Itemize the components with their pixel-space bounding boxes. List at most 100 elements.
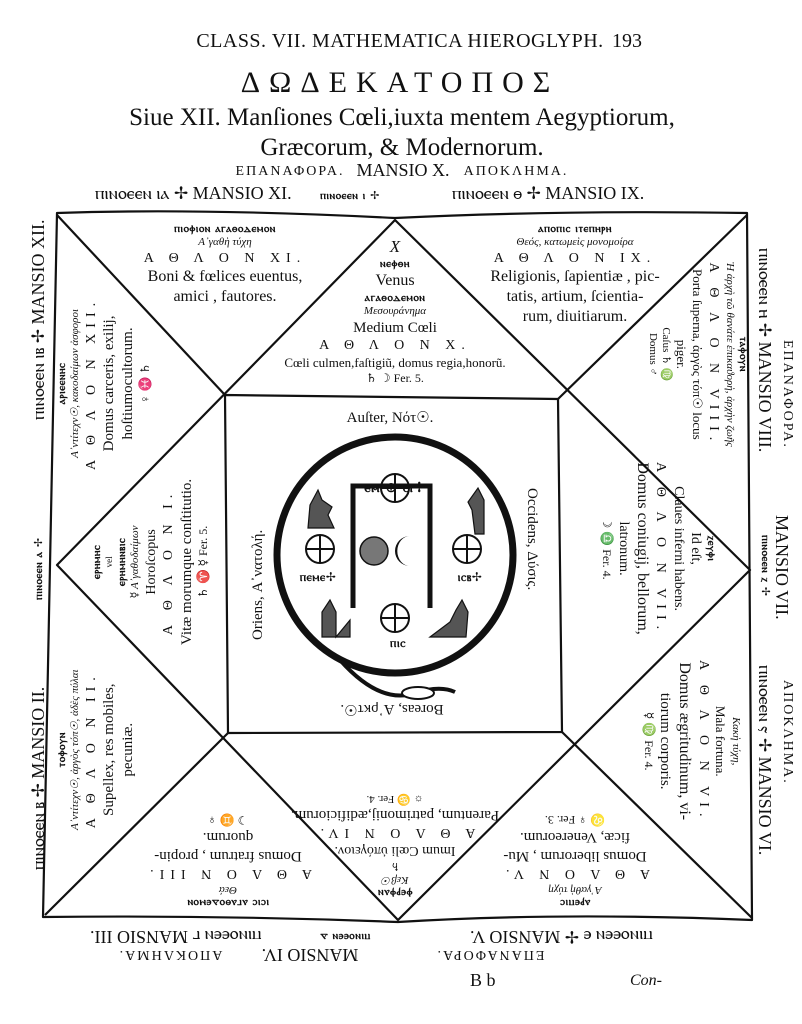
house-viii-domus: Domus ♂ [646,332,659,376]
house-ix-text-3: rum, diuitiarum. [522,308,628,325]
house-x-signs: ♄ ☽ Fer. 5. [366,371,424,385]
house-v-athlon: Α Θ Λ Ο Ν V. [500,866,650,882]
house-ix-coptic: ⲁⲡⲟⲡⲓⲥ ⲓⲧⲉⲡⲏⲣⲏ [538,222,612,235]
house-x-coptic: ⲛⲉⲫⲑⲏ [380,257,410,271]
label-epanaphora-bottom: ΕΠΑΝΑΦΟΡΑ. [435,947,545,962]
house-vi-text-1: Domus ægritudinum, vi- [676,662,694,821]
diag-top-right [557,214,748,400]
subtitle-line-1: Siue XII. Manſiones Cœli,iuxta mentem Ae… [129,104,675,131]
earth-symbol-top-icon [380,473,410,503]
house-iii-greek: Θεά [218,884,238,897]
house-i: ⲉⲣⲏⲙⲏⲥ vel ⲉⲣⲏⲙⲏⲛⲃⲓⲥ ☿ Α᾽γαθοδαίμων Horo… [90,479,211,645]
house-vi-greek: Κακὴ τύχη, [730,717,742,766]
label-house-1-coptic: ⲡⲓⲛⲟⲉⲉⲛ ⲁ ✢ [32,537,45,600]
house-vii-text-2: latronum. [615,521,631,576]
house-viii-casus: Caſus ♄ ♍ [660,327,673,382]
label-mansio-ix: ⲡⲓⲛⲟⲉⲉⲛ ⲑ ✢ MANSIO IX. [452,183,645,203]
house-v-text-2: ficæ, Venereorum. [519,829,631,846]
anubis-figure-top-left-icon [307,488,335,529]
earth-symbol-right-icon [452,534,482,564]
house-xii-coptic: ⲁⲣⲓⲉⲉⲛⲏⲥ [55,362,68,405]
house-vii-signs: ☽ ♎ Fer. 4. [600,517,615,580]
label-mansio-xi: ⲡⲓⲛⲟⲉⲉⲛ ⲓⲁ ✢ MANSIO XI. [95,183,292,203]
house-iv-athlon: Α Θ Λ Ο Ν IV. [314,825,476,841]
house-iv-saturn: ♄ [390,860,400,873]
label-mansio-vii: MANSIO VII. [772,515,792,620]
house-x-venus: Venus [375,272,415,289]
house-xi: ⲡⲓⲟⲫⲓⲟⲛ ⲁⲅⲁⲑⲟⲇⲉⲙⲟⲛ Α᾽γαθὴ τύχη Α Θ Λ Ο Ν… [144,222,306,307]
diag-bottom-right [561,731,753,919]
house-viii-text-1: Porta ſuperna, ἀργὸς τόπ☉ locus [690,269,705,440]
outer-frame [41,210,754,924]
house-x-medium-coeli: Medium Cœli [353,319,437,336]
house-i-coptic-2: ⲉⲣⲏⲙⲏⲛⲃⲓⲥ [115,537,128,587]
house-iii-text-2: quorum. [202,829,254,846]
glyph-right: ⲓⲥⲃ✢ [457,570,483,584]
label-apoklima-right: ΑΠΟΚΛΗΜΑ. [780,680,795,785]
gate-icon [350,483,433,608]
earth-symbol-bottom-icon [380,603,410,633]
label-mansio-iii: ⲡⲓⲛⲟⲉⲉⲛ ⲅ MANSIO III. [90,927,262,947]
house-iv-coptic: ⲫⲉⲣⲫⲁⲛ [377,887,413,900]
figure-top-right-icon [467,486,485,535]
house-viii-coptic: ⲧⲁⲫⲟⲩⲛ [737,336,750,372]
house-xii-athlon: Α Θ Λ Ο Ν XII. [83,296,99,470]
house-ix-text-1: Religionis, ſapientiæ , pic- [490,268,660,285]
house-xi-text-1: Boni & fœlices euentus, [147,268,303,285]
diamond-lines [55,218,752,922]
house-x-numeral: X [389,237,401,256]
house-x-athlon: Α Θ Λ Ο Ν X. [319,338,471,354]
label-apoklima-top: ΑΠΟΚΛΗΜΑ. [463,164,569,179]
house-x-coptic-2: ⲁⲅⲁⲑⲟⲇⲉⲙⲟⲛ [364,291,426,304]
catchword: Con- [630,972,662,989]
figure-bottom-right-icon [428,598,469,638]
label-mansio-iv: MANSIO IV. [261,945,359,965]
house-iv-imum-coeli: Imum Cœli ὑπόγειον. [334,842,456,858]
house-xi-greek: Α᾽γαθὴ τύχη [198,235,252,248]
house-i-horoscopus: Horoſcopus [143,529,159,595]
house-vi: Κακὴ τύχη, Mala fortuna. Α Θ Λ Ο Ν VI. D… [641,660,742,822]
house-iv: ⲫⲉⲣⲫⲁⲛ Κεβ☉ ♄ Imum Cœli ὑπόγειον. Α Θ Λ … [291,791,499,900]
house-xii-greek: Α᾽ντίτεχν☉, κακοδαίμων ἀσφοροι [68,308,81,458]
house-xi-athlon: Α Θ Λ Ο Ν XI. [143,250,307,266]
house-x-greek: Μεσουράνημα [363,304,427,317]
ouroboros-icon [273,433,517,700]
house-iii: ⲓⲥⲓⲥ ⲁⲅⲁⲑⲟⲇⲉⲙⲟⲛ Θεά Α Θ Λ Ο Ν III. Domus… [144,813,312,911]
house-vi-signs: ☿ ♍ Fer. 4. [641,711,656,771]
house-iii-text-1: Domus fratrum , propin- [154,848,302,864]
house-viii: ⲧⲁⲫⲟⲩⲛ Ἡ ἀρχὴ τῶ θανάτε ἐπικαϑορὴ, ἀρχὴν… [645,262,750,447]
house-ii: ⲧⲟⲫⲟⲩⲛ Α᾽ντίτεχν☉, ἀργὸς τόπ☉, ἀδὲς πύλα… [55,669,138,830]
direction-north: Auſter, Νότ☉. [346,410,434,426]
running-head: CLASS. VII. MATHEMATICA HIEROGLYPH. [196,30,604,52]
house-xii-signs: ♀ ♓ ♄ [137,363,152,404]
page-number: 193 [612,30,642,52]
sun-icon [359,536,389,566]
house-i-coptic: ⲉⲣⲏⲙⲏⲥ [90,544,103,580]
house-iii-athlon: Α Θ Λ Ο Ν III. [144,866,312,882]
house-iii-signs: ☽ ♊ ♀ [207,813,249,828]
label-house-10-coptic: ⲡⲓⲛⲟⲉⲉⲛ ⲓ ✢ [320,189,380,202]
house-ix-athlon: Α Θ Λ Ο Ν IX. [493,250,657,266]
house-ii-greek: Α᾽ντίτεχν☉, ἀργὸς τόπ☉, ἀδὲς πύλαι [68,669,81,830]
direction-west: Occidens, Δύσις. [524,488,540,591]
house-viii-text-2: piger. [673,339,689,369]
house-vii-text-1: Domus coniugij, bellorum, [633,462,651,635]
house-v-coptic: ⲁⲣⲉⲡⲓⲥ [559,897,591,910]
house-v-text-1: Domus liberorum , Mu- [503,848,647,864]
house-vi-mala-fortuna: Mala fortuna. [713,705,729,777]
left-outer-upper: ⲡⲓⲛⲟⲉⲉⲛ ⲓⲃ ✢ MANSIO XII. [28,219,49,420]
house-ix: ⲁⲡⲟⲡⲓⲥ ⲓⲧⲉⲡⲏⲣⲏ Θεός, κατωμεὶς μονομοίρα … [490,222,659,327]
house-v-greek: Α᾽γαθὴ τύχη [548,884,602,897]
house-i-text: Vitæ morumque conſtitutio. [178,478,195,645]
house-vii-coptic: ⲍⲉⲩⲫⲓ [705,535,718,562]
label-epanaphora-top: ΕΠΑΝΑΦΟΡΑ. [235,164,345,179]
house-ix-greek: Θεός, κατωμεὶς μονομοίρα [516,235,634,248]
label-apoklima-bottom: ΑΠΟΚΛΗΜΑ. [117,947,223,962]
house-vii-id-est: Id eſt, [688,532,704,565]
house-vii-athlon: Α Θ Λ Ο Ν VII. [653,462,669,636]
house-iv-greek: Κεβ☉ [381,874,409,887]
house-xii: ⲁⲣⲓⲉⲉⲛⲏⲥ Α᾽ντίτεχν☉, κακοδαίμων ἀσφοροι … [55,297,153,470]
glyph-bottom: ⲡⲓⲥ [390,636,406,650]
label-mansio-xii: ⲡⲓⲛⲟⲉⲉⲛ ⲓⲃ ✢ MANSIO XII. [28,219,48,420]
